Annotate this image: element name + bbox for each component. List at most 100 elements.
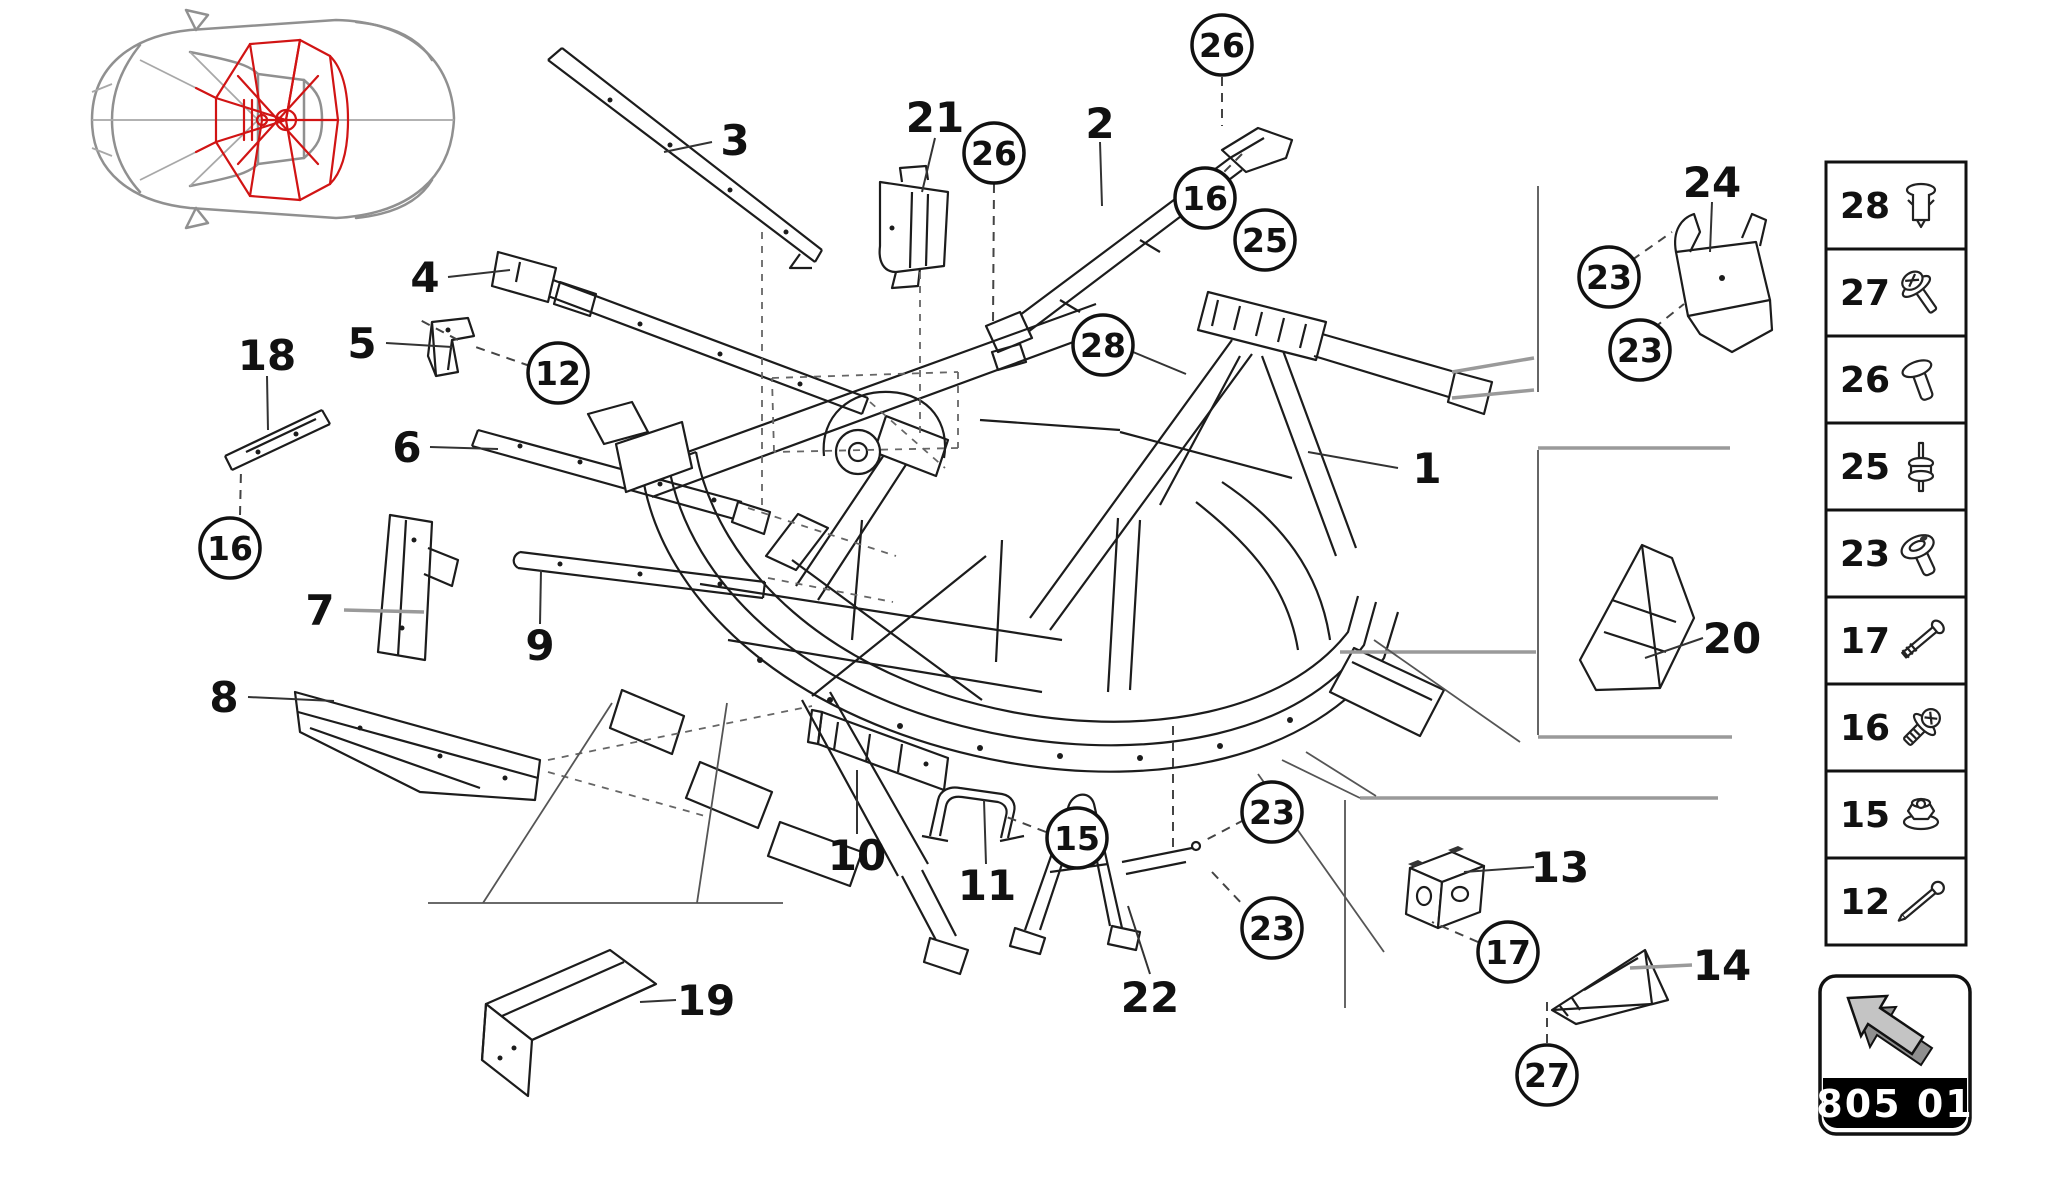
callout-number: 17 — [1485, 933, 1531, 972]
leader-line — [921, 137, 936, 193]
leader-line — [773, 447, 959, 453]
sidebar-item-15[interactable]: 15 — [1824, 769, 1968, 860]
sidebar-item-16[interactable]: 16 — [1824, 682, 1968, 773]
callout-number: 23 — [1617, 331, 1663, 370]
page-code-box[interactable]: 805 01 — [1816, 974, 1973, 1136]
fastener-callout-26: 26 — [962, 121, 1026, 185]
sidebar-item-number: 25 — [1840, 447, 1890, 488]
part-4-rail — [490, 250, 870, 416]
part-7-plate — [376, 513, 460, 662]
leader-line — [385, 342, 453, 348]
sidebar-cell[interactable] — [1824, 334, 1968, 425]
page-code-label: 805 01 — [1816, 1082, 1973, 1126]
part-20-bracket — [1578, 543, 1696, 692]
leader-line — [1463, 866, 1535, 873]
leader-line — [429, 446, 499, 450]
part-callout-6: 6 — [392, 423, 421, 472]
leader-line — [1709, 201, 1713, 253]
part-21-bracket — [878, 164, 950, 290]
sidebar-item-26[interactable]: 26 — [1824, 334, 1968, 425]
leader-line — [447, 269, 511, 278]
fastener-callout-26: 26 — [1190, 13, 1254, 77]
leader-line — [1201, 819, 1245, 843]
sidebar-item-12[interactable]: 12 — [1824, 856, 1968, 947]
sidebar-cell[interactable] — [1824, 595, 1968, 686]
part-callout-10: 10 — [828, 831, 886, 880]
fastener-callout-23: 23 — [1577, 245, 1641, 309]
fastener-callout-25: 25 — [1233, 208, 1297, 272]
sidebar-cell[interactable] — [1824, 856, 1968, 947]
stud-icon — [1907, 441, 1935, 493]
callout-circle — [526, 341, 590, 405]
part-callout-24: 24 — [1683, 158, 1741, 207]
callout-circle — [1240, 780, 1304, 844]
sidebar-item-number: 27 — [1840, 273, 1890, 314]
part-callout-3: 3 — [720, 116, 749, 165]
callout-circle — [1045, 806, 1109, 870]
sidebar-item-23[interactable]: 23 — [1824, 508, 1968, 599]
sidebar-item-number: 17 — [1840, 621, 1890, 662]
flange-nut-icon — [1902, 797, 1940, 831]
part-callout-21: 21 — [906, 93, 964, 142]
leader-line — [343, 608, 425, 614]
sidebar-item-number: 26 — [1840, 360, 1890, 401]
screw-long-icon — [1897, 880, 1945, 922]
leader-line — [983, 799, 987, 865]
part-callout-2: 2 — [1085, 99, 1114, 148]
sidebar-item-17[interactable]: 17 — [1824, 595, 1968, 686]
callout-number: 12 — [535, 354, 581, 393]
leader-line — [1431, 921, 1479, 943]
callout-circle — [1608, 318, 1672, 382]
sidebar-item-27[interactable]: 27 — [1824, 247, 1968, 338]
leader-line — [419, 319, 459, 341]
sidebar-cell[interactable] — [1824, 682, 1968, 773]
callout-number: 26 — [1199, 26, 1245, 65]
part-9-rail — [512, 550, 767, 600]
leader-line — [1631, 231, 1673, 261]
part-callout-5: 5 — [347, 319, 376, 368]
sidebar-item-28[interactable]: 28 — [1824, 160, 1968, 251]
highlighted-frame-area — [194, 38, 350, 202]
callout-number: 16 — [207, 529, 253, 568]
sidebar-cell[interactable] — [1824, 247, 1968, 338]
fastener-callout-16: 16 — [198, 516, 262, 580]
part-callout-19: 19 — [677, 976, 735, 1025]
leader-line — [1451, 356, 1535, 374]
sidebar-item-number: 28 — [1840, 186, 1890, 227]
sidebar-cell[interactable] — [1824, 160, 1968, 251]
leader-line — [1629, 963, 1693, 970]
leader-line — [547, 705, 813, 761]
leader-line — [771, 371, 959, 379]
part-8-sill — [293, 690, 542, 802]
fastener-callout-28: 28 — [1071, 313, 1135, 377]
part-callout-22: 22 — [1121, 973, 1179, 1022]
leader-line — [1211, 871, 1245, 907]
leader-line — [247, 696, 335, 702]
part-callout-7: 7 — [305, 586, 334, 635]
part-14-wedge — [1550, 948, 1670, 1026]
sidebar-cell[interactable] — [1824, 769, 1968, 860]
callout-circle — [1173, 166, 1237, 230]
part-22-a-bracket — [1008, 793, 1202, 956]
callout-number: 25 — [1242, 221, 1288, 260]
callout-circle — [1190, 13, 1254, 77]
sidebar-item-number: 16 — [1840, 708, 1890, 749]
leader-line — [696, 702, 728, 904]
leader-line — [771, 377, 775, 453]
leader-line — [1307, 451, 1399, 469]
sidebar-item-25[interactable]: 25 — [1824, 421, 1968, 512]
sidebar-item-number: 12 — [1840, 882, 1890, 923]
leader-line — [239, 469, 242, 516]
leader-line — [869, 401, 946, 469]
part-11-bracket — [921, 786, 1025, 843]
leader-line — [1373, 639, 1521, 743]
fastener-callout-16: 16 — [1173, 166, 1237, 230]
clip-icon — [1905, 182, 1937, 229]
sidebar-cell[interactable] — [1824, 508, 1968, 599]
callout-circle — [1476, 920, 1540, 984]
leader-line — [482, 702, 613, 904]
leader-line — [1281, 759, 1361, 799]
part-callout-20: 20 — [1703, 614, 1761, 663]
part-callout-18: 18 — [238, 331, 296, 380]
